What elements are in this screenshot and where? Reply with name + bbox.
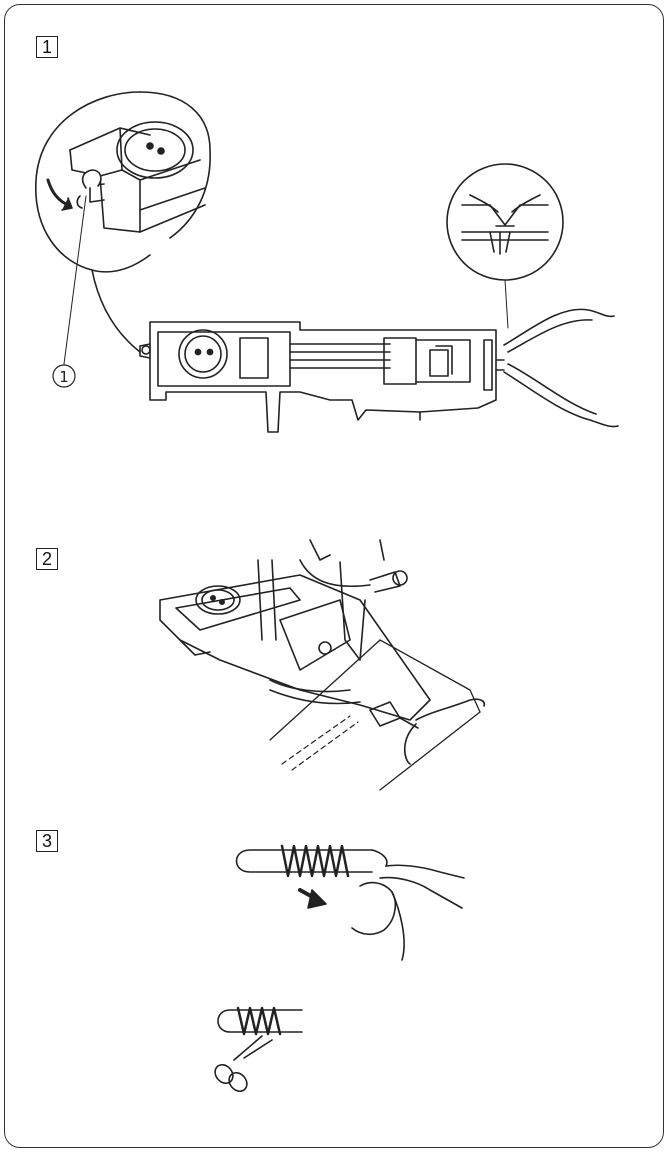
step-number-3: 3 <box>36 830 58 852</box>
buttonhole-foot-figure: 1 <box>35 91 619 433</box>
buttonhole-foot-body <box>139 321 505 433</box>
zoom-detail-left <box>35 91 211 353</box>
step-number-1: 1 <box>36 36 58 58</box>
page-frame <box>4 4 664 1148</box>
cut-buttonhole-figure <box>214 844 465 1093</box>
foot-on-machine-figure <box>159 539 486 791</box>
callout-leader-line <box>63 195 87 365</box>
step-number-2: 2 <box>36 548 58 570</box>
zoom-detail-right <box>446 163 564 329</box>
callout-marker-circle <box>52 364 76 388</box>
thread-lines <box>503 308 619 428</box>
callout-label-1: 1 <box>59 368 69 386</box>
